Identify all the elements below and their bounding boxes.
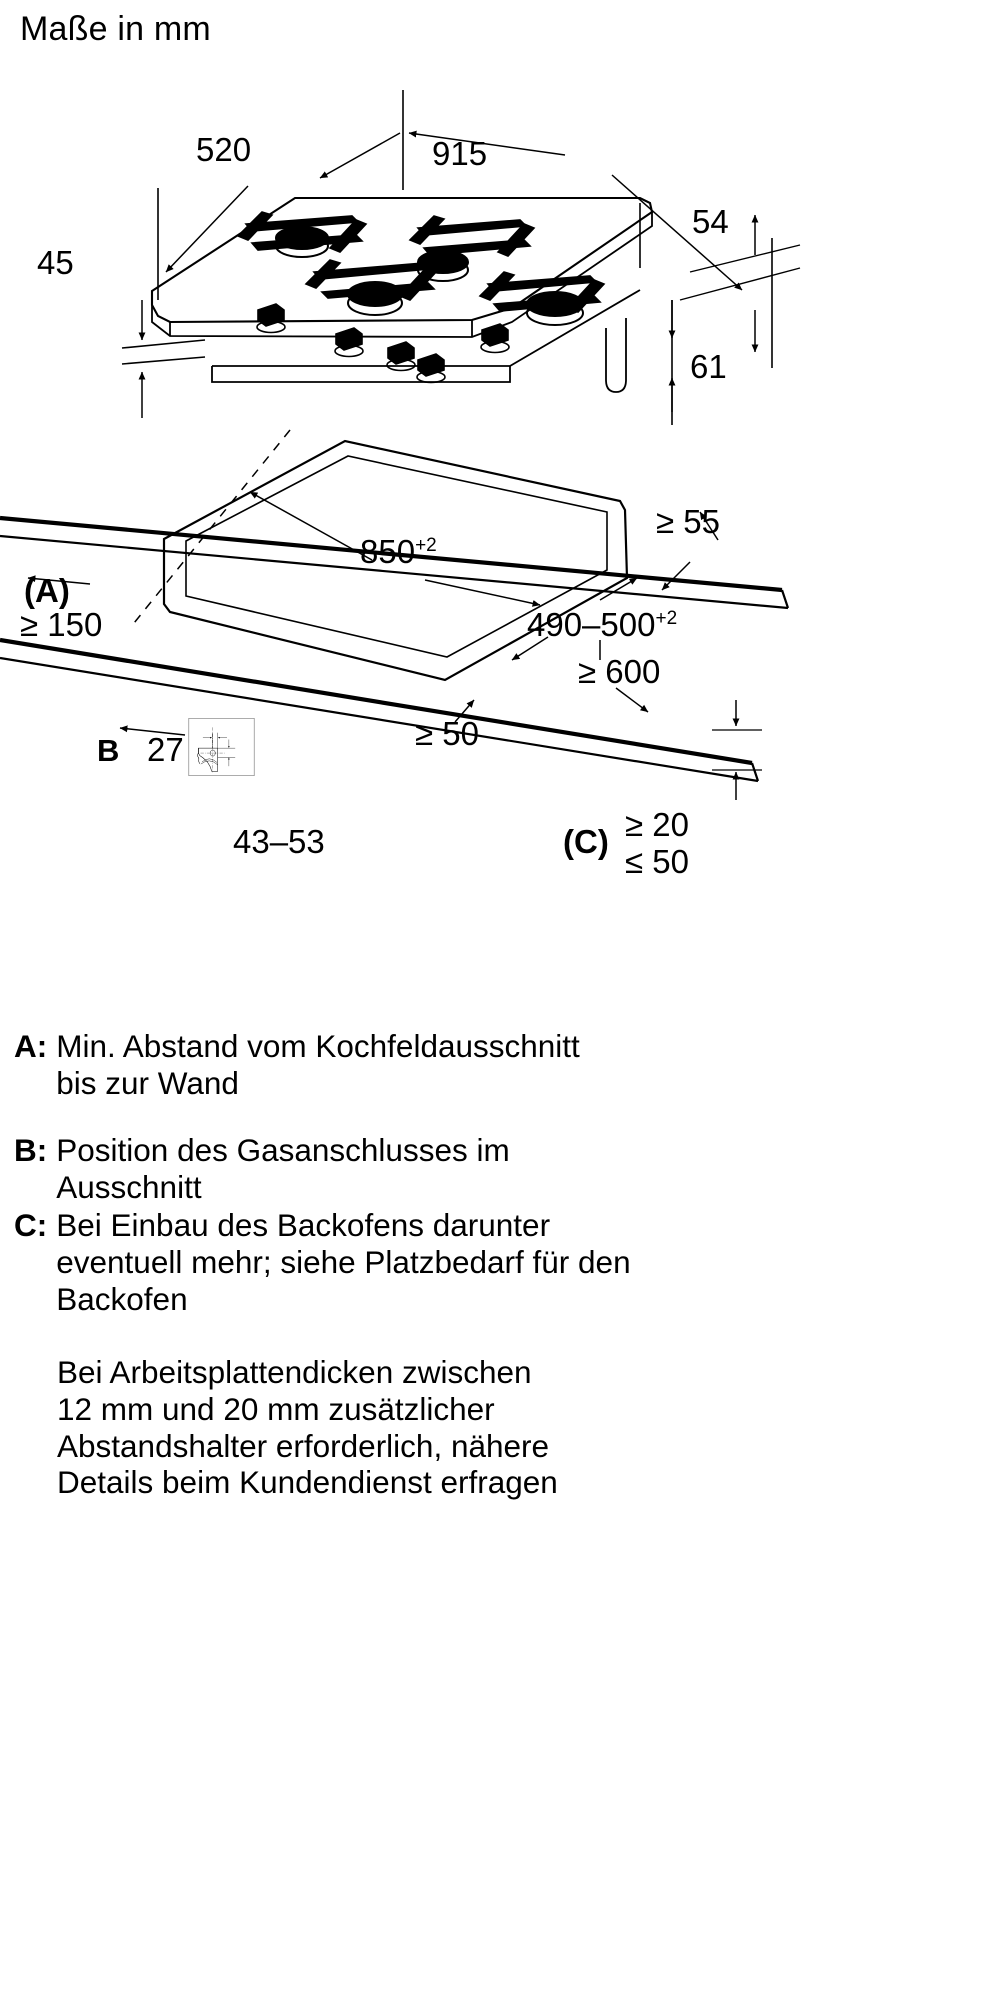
detail-box-b (188, 718, 255, 776)
legend-block: A: Min. Abstand vom Kochfeldausschnitt b… (14, 1028, 754, 1501)
dim-appliance-depth: 520 (196, 131, 252, 168)
dim-underside-max: ≤ 50 (625, 843, 689, 880)
dim-underside-min: ≥ 20 (625, 806, 689, 843)
detail-b-offset-x: 27 (147, 731, 184, 768)
legend-a-line-1: Min. Abstand vom Kochfeldausschnitt (56, 1028, 580, 1064)
page-title: Maße in mm (20, 10, 211, 48)
legend-b-line-2: Ausschnitt (56, 1168, 202, 1205)
legend-item-c: C: Bei Einbau des Backofens darunter eve… (14, 1207, 754, 1318)
technical-drawing (0, 90, 801, 800)
note-line-3: Abstandshalter erforderlich, nähere (57, 1427, 550, 1464)
legend-text-b: Position des Gasanschlusses im Ausschnit… (56, 1132, 754, 1206)
legend-c-line-2: eventuell mehr; siehe Platzbedarf für de… (56, 1244, 631, 1281)
dim-cutout-width-tolerance: +2 (415, 535, 437, 556)
note-line-1: Bei Arbeitsplattendicken zwischen (57, 1353, 532, 1390)
note-block: Bei Arbeitsplattendicken zwischen 12 mm … (14, 1354, 754, 1501)
dim-rear-min: ≥ 55 (656, 503, 720, 540)
dim-cutout-width-value: 850 (360, 533, 416, 570)
label-underside-key: (C) (563, 823, 609, 860)
detail-b-offset-y: 43–53 (233, 823, 325, 860)
legend-item-b: B: Position des Gasanschlusses im Aussch… (14, 1132, 754, 1206)
note-line-4: Details beim Kundendienst erfragen (57, 1464, 558, 1501)
note-line-2: 12 mm und 20 mm zusätzlicher (57, 1390, 495, 1427)
label-wall-min-key: (A) (24, 572, 70, 609)
dim-cutout-depth-tolerance: +2 (655, 608, 678, 629)
legend-b-line-1: Position des Gasanschlusses im (56, 1131, 510, 1168)
dim-cutout-depth-value: 490–500 (527, 606, 656, 643)
legend-c-line-1: Bei Einbau des Backofens darunter (56, 1207, 551, 1244)
legend-text-c: Bei Einbau des Backofens darunter eventu… (56, 1207, 754, 1318)
legend-a-line-2: bis zur Wand (56, 1064, 239, 1101)
dim-front-min: ≥ 50 (415, 715, 479, 752)
legend-key-b: B: (14, 1131, 48, 1168)
dim-frame-height: 54 (692, 203, 729, 240)
dim-appliance-width: 915 (432, 135, 488, 172)
legend-key-c: C: (14, 1207, 48, 1244)
dim-glass-thickness: 45 (37, 244, 74, 281)
legend-item-a: A: Min. Abstand vom Kochfeldausschnitt b… (14, 1028, 754, 1102)
dim-wall-min: ≥ 150 (20, 606, 103, 643)
dim-worktop-depth-min: ≥ 600 (578, 653, 661, 690)
legend-text-a: Min. Abstand vom Kochfeldausschnitt bis … (56, 1028, 754, 1102)
dim-total-height: 61 (690, 348, 727, 385)
legend-c-line-3: Backofen (56, 1281, 188, 1318)
dim-cutout-width: 850+2 (360, 535, 437, 568)
legend-key-a: A: (14, 1028, 48, 1064)
detail-b-key: B (97, 733, 120, 768)
dim-cutout-depth: 490–500+2 (527, 608, 677, 641)
legend-spacer-1 (14, 1102, 754, 1132)
